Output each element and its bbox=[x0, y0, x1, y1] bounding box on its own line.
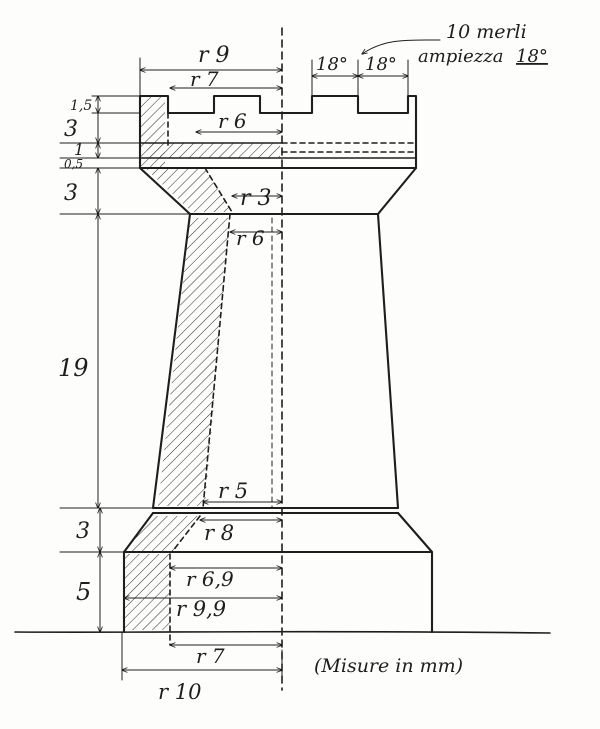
label-r3: r 3 bbox=[240, 186, 272, 211]
label-dim-19: 19 bbox=[58, 354, 89, 382]
body-inner-profile bbox=[202, 213, 231, 509]
label-angle-right: 18° bbox=[365, 54, 397, 75]
units-note: (Misure in mm) bbox=[314, 655, 463, 677]
note-merlons-value: 18° bbox=[516, 46, 548, 67]
label-dim-3-crown: 3 bbox=[64, 117, 78, 142]
body-outline bbox=[151, 212, 400, 510]
ground-line bbox=[14, 630, 551, 634]
note-merlons-line1: 10 merli bbox=[446, 21, 527, 43]
hatched-section bbox=[124, 96, 280, 630]
label-r6-neck: r 6 bbox=[236, 226, 265, 250]
angle-dims bbox=[312, 59, 408, 97]
base-radius-dims bbox=[122, 568, 282, 681]
label-dim-0-5: 0,5 bbox=[64, 157, 83, 171]
label-r8: r 8 bbox=[204, 521, 234, 545]
label-dim-1-5: 1,5 bbox=[70, 98, 92, 114]
crown-inner-top bbox=[167, 112, 417, 146]
label-r6-9: r 6,9 bbox=[186, 567, 234, 591]
battlements-outline bbox=[138, 94, 418, 170]
label-r9: r 9 bbox=[198, 43, 230, 68]
label-r7-bottom: r 7 bbox=[196, 644, 225, 668]
base-outline bbox=[122, 550, 434, 634]
label-dim-5: 5 bbox=[76, 578, 91, 606]
note-merlons-line2: ampiezza bbox=[418, 46, 503, 67]
label-dim-1: 1 bbox=[74, 140, 84, 159]
label-r5: r 5 bbox=[218, 479, 248, 503]
label-dim-3-foot: 3 bbox=[76, 519, 90, 544]
top-radius-dims bbox=[140, 57, 282, 132]
vertical-dims bbox=[59, 96, 191, 632]
label-r9-9: r 9,9 bbox=[176, 597, 226, 621]
foot-outline bbox=[122, 511, 434, 554]
label-r7-top: r 7 bbox=[190, 67, 219, 91]
label-dim-3-neck: 3 bbox=[64, 181, 78, 206]
label-angle-left: 18° bbox=[316, 54, 348, 75]
label-r10: r 10 bbox=[158, 680, 201, 704]
note-leader-arrow bbox=[362, 39, 441, 54]
label-r6-inner: r 6 bbox=[218, 109, 247, 133]
